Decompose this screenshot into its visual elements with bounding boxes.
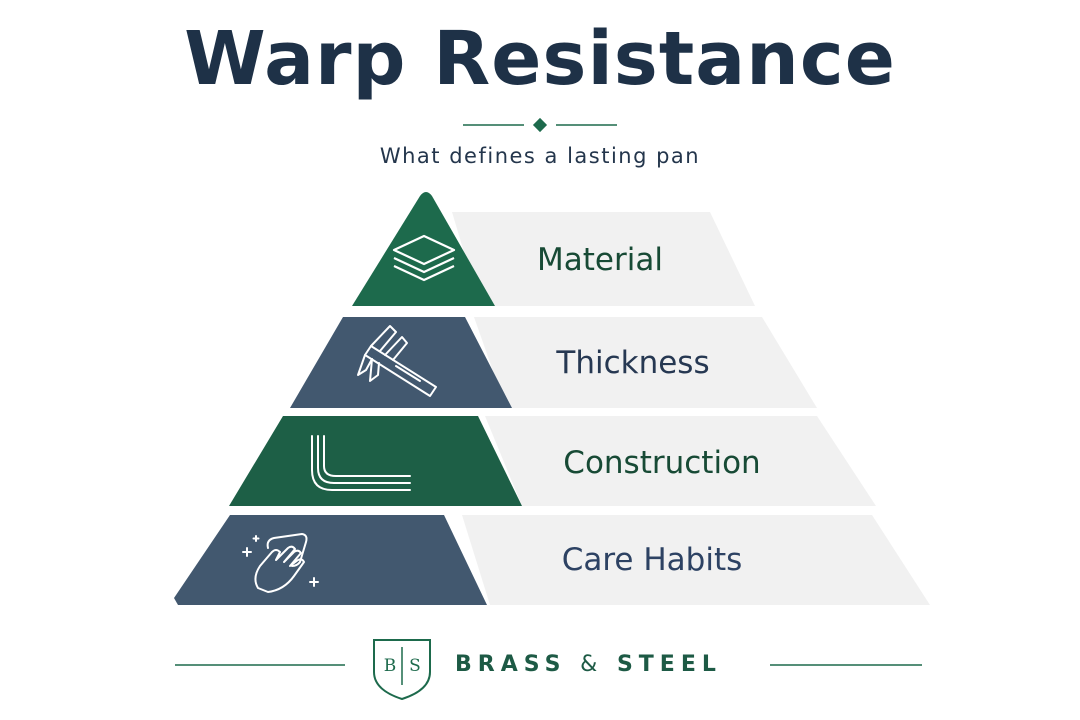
tier-care-habits [174, 515, 930, 605]
tier-material-label-panel [452, 212, 755, 306]
brand-name: BRASS & STEEL [455, 652, 722, 677]
tier-label-care-habits: Care Habits [561, 542, 743, 578]
tier-construction-label-panel [485, 416, 876, 506]
brand-name-part2: STEEL [616, 652, 722, 677]
tier-thickness [290, 317, 817, 408]
tier-label-thickness: Thickness [556, 345, 710, 381]
wiping-hand-icon [242, 533, 319, 593]
tier-material [352, 192, 755, 306]
brand-name-part1: BRASS [455, 652, 567, 677]
layers-icon [392, 234, 456, 282]
caliper-icon [357, 325, 437, 397]
tier-label-material: Material [537, 242, 663, 278]
subtitle: What defines a lasting pan [379, 144, 701, 168]
tier-care-habits-label-panel [462, 515, 930, 605]
tier-care-habits-color-block [174, 515, 487, 605]
logo-letter-left: B [384, 656, 397, 676]
brand-ampersand: & [580, 652, 604, 677]
tier-thickness-label-panel [474, 317, 817, 408]
tier-construction-color-block [229, 416, 522, 506]
pan-cross-section-icon [311, 435, 411, 491]
tier-label-construction: Construction [563, 445, 761, 481]
page-title: Warp Resistance [184, 16, 896, 102]
tier-thickness-color-block [290, 317, 512, 408]
logo-letter-right: S [409, 656, 421, 676]
tier-material-color-block [352, 192, 495, 306]
tier-construction [229, 416, 876, 506]
brand-shield-logo: B S [373, 639, 431, 701]
